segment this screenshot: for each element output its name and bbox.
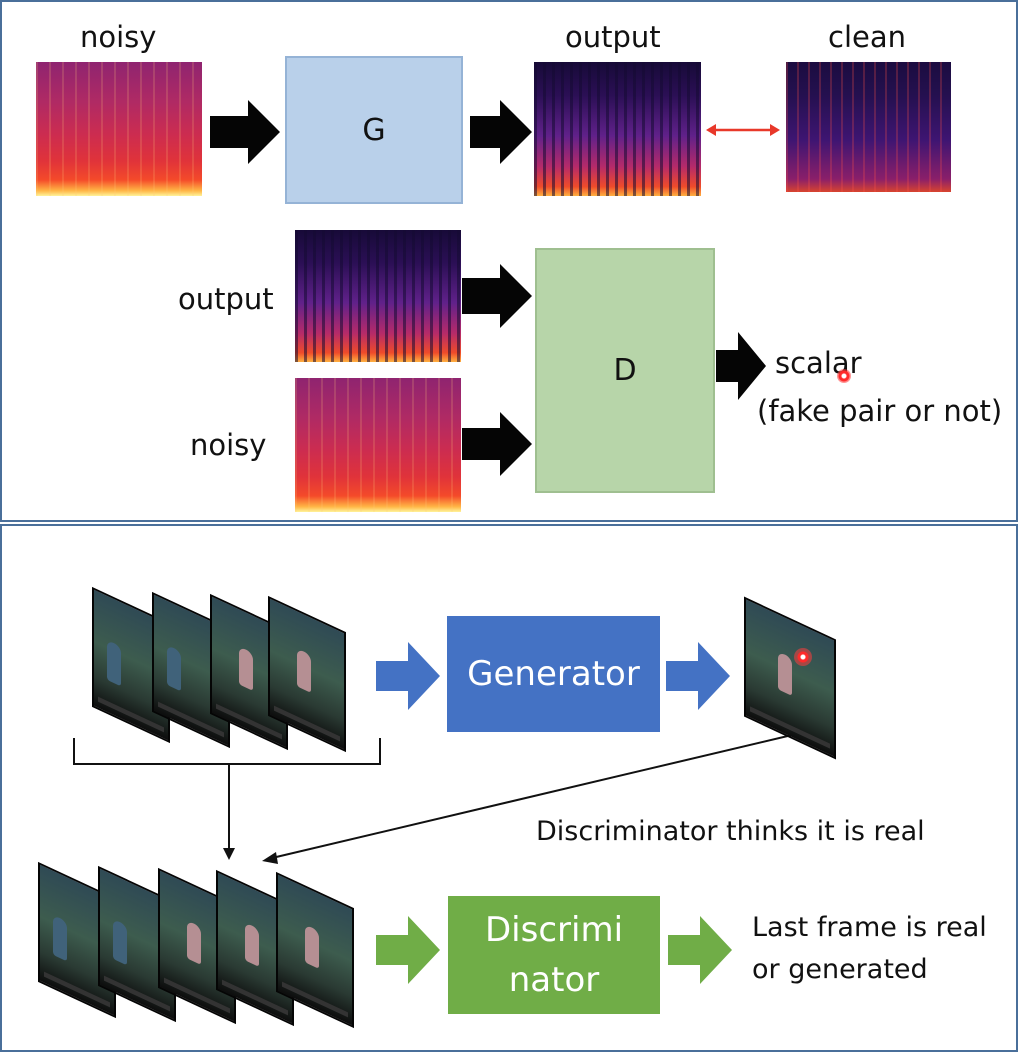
- label-noisy-top: noisy: [80, 20, 157, 54]
- arrow-generator-to-frame: [666, 642, 730, 710]
- arrow-generated-to-stack: [271, 734, 793, 859]
- label-output-left: output: [178, 282, 274, 316]
- arrow-g-to-output: [470, 100, 532, 164]
- brace-input-frames: [73, 738, 381, 765]
- arrow-d-to-scalar: [716, 332, 766, 400]
- label-clean: clean: [828, 20, 906, 54]
- discriminator-box: Discrimi nator: [448, 896, 660, 1014]
- noisy-spectrogram-left: [295, 378, 461, 512]
- arrow-noisy-to-d: [462, 412, 532, 476]
- result-line1: Last frame is real: [752, 912, 987, 943]
- arrow-frames-to-discriminator: [376, 916, 440, 984]
- discriminator-label-line1: Discrimi: [484, 910, 624, 950]
- output-spectrogram-top: [534, 62, 701, 196]
- g-box: G: [285, 56, 463, 204]
- result-line2: or generated: [752, 954, 928, 985]
- laser-pointer-top: [837, 369, 851, 383]
- d-box: D: [535, 248, 715, 493]
- label-fake-pair: (fake pair or not): [757, 394, 1003, 428]
- noisy-spectrogram-top: [36, 62, 202, 196]
- clean-spectrogram: [786, 62, 951, 192]
- generator-box: Generator: [447, 616, 660, 732]
- arrow-frames-to-generator: [376, 642, 440, 710]
- output-spectrogram-left: [295, 230, 461, 362]
- arrow-output-to-d: [462, 264, 532, 328]
- arrow-discriminator-to-result: [668, 916, 732, 984]
- caption-discriminator-thinks: Discriminator thinks it is real: [536, 816, 925, 847]
- label-output-top: output: [565, 20, 661, 54]
- label-noisy-left: noisy: [190, 428, 267, 462]
- laser-pointer-bottom: [794, 648, 812, 666]
- arrow-noisy-to-g: [210, 100, 280, 164]
- discriminator-label-line2: nator: [508, 960, 600, 1000]
